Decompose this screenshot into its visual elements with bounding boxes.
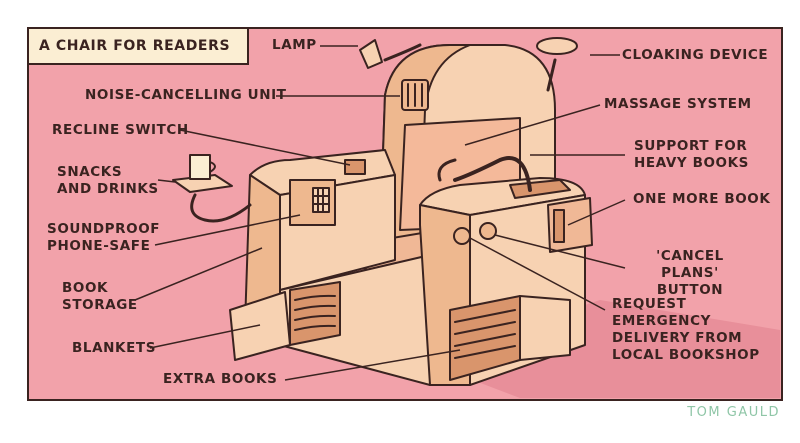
floor-shadow <box>420 300 780 398</box>
leader-lines <box>134 45 626 381</box>
blanket-compartment <box>289 281 341 346</box>
label-phone-safe: SOUNDPROOF PHONE-SAFE <box>47 221 161 254</box>
massage-hose <box>453 156 532 192</box>
recline-switch <box>344 159 366 175</box>
label-noise-cancelling-unit: NOISE-CANCELLING UNIT <box>85 87 287 103</box>
label-one-more-book: ONE MORE BOOK <box>633 191 771 207</box>
label-cloaking-device: CLOAKING DEVICE <box>622 47 769 63</box>
snack-mug <box>189 154 211 180</box>
cancel-plans-button <box>479 222 497 240</box>
label-massage-system: MASSAGE SYSTEM <box>604 96 752 112</box>
lamp-arm <box>383 43 422 62</box>
cloaking-device <box>536 37 578 55</box>
label-blankets: BLANKETS <box>72 340 157 356</box>
label-support-heavy-books: SUPPORT FOR HEAVY BOOKS <box>634 138 750 171</box>
label-snacks-drinks: SNACKS AND DRINKS <box>57 164 159 197</box>
extra-books-door <box>519 295 571 361</box>
title-box <box>27 27 249 65</box>
lamp-shade <box>359 39 383 69</box>
label-extra-books: EXTRA BOOKS <box>163 371 278 387</box>
label-lamp: LAMP <box>272 37 317 53</box>
label-recline-switch: RECLINE SWITCH <box>52 122 189 138</box>
heavy-book-slot <box>509 179 571 199</box>
label-emergency-delivery: REQUEST EMERGENCY DELIVERY FROM LOCAL BO… <box>612 296 760 363</box>
artist-credit: TOM GAULD <box>687 405 780 420</box>
emergency-delivery-button <box>453 227 471 245</box>
blanket-door <box>229 291 291 361</box>
label-cancel-plans-button: 'CANCEL PLANS' BUTTON <box>656 248 724 298</box>
label-book-storage: BOOK STORAGE <box>62 280 138 313</box>
comic-title: A CHAIR FOR READERS <box>39 38 231 54</box>
